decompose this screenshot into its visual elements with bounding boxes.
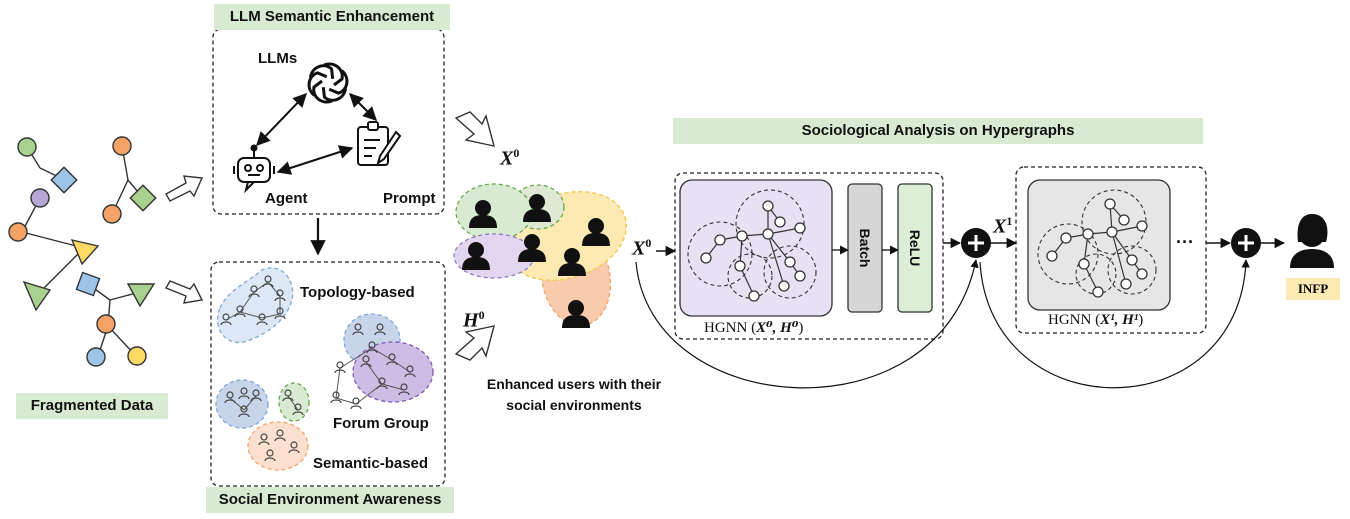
hgnn-block-2	[1015, 166, 1207, 334]
x0-mid-symbol: X0	[632, 236, 652, 260]
llm-arrows	[256, 92, 377, 175]
hgnn-label-1: HGNN (X⁰, H⁰)	[704, 320, 804, 336]
banner-sociological: Sociological Analysis on Hypergraphs	[673, 118, 1203, 144]
agent-label: Agent	[265, 190, 308, 207]
openai-logo-icon	[307, 62, 349, 104]
fragmented-data-graph	[8, 136, 157, 367]
output-infp-badge: INFP	[1286, 278, 1340, 300]
llms-label: LLMs	[258, 50, 298, 67]
banner-llm-enhancement: LLM Semantic Enhancement	[214, 4, 450, 30]
forum-group-label: Forum Group	[333, 415, 429, 432]
plus-icon	[1231, 228, 1261, 258]
hollow-arrow-icon	[164, 175, 204, 304]
ellipsis: ···	[1176, 232, 1194, 252]
prompt-clipboard-icon	[357, 121, 402, 166]
x1-symbol: X1	[993, 214, 1013, 238]
hypergraph-2	[1037, 189, 1157, 298]
semantic-label: Semantic-based	[313, 455, 429, 472]
topology-cluster	[216, 267, 294, 344]
hypergraph-panel-2	[1027, 179, 1171, 311]
batch-label: Batch	[857, 228, 873, 268]
residual-arrow-1	[635, 259, 979, 389]
topology-label: Topology-based	[300, 284, 415, 301]
output-user-icon	[1290, 214, 1334, 268]
h0-symbol: H0	[463, 308, 485, 332]
hypergraph-panel-1	[679, 179, 833, 317]
social-box	[210, 261, 446, 487]
plus-icon	[961, 228, 991, 258]
banner-fragmented-data: Fragmented Data	[16, 393, 168, 419]
hgnn-label-2: HGNN (X¹, H¹)	[1048, 312, 1144, 328]
forum-group-cluster	[330, 313, 434, 410]
hypergraph-1	[687, 189, 817, 302]
x0-top-symbol: X0	[500, 146, 520, 170]
residual-arrow-2	[979, 259, 1250, 389]
agent-robot-icon	[233, 144, 275, 194]
relu-label: ReLU	[907, 229, 923, 267]
hollow-arrow-icon	[454, 111, 495, 361]
semantic-clusters	[215, 379, 310, 471]
enhanced-users-cluster	[453, 183, 628, 328]
banner-social-awareness: Social Environment Awareness	[206, 487, 454, 513]
hgnn-block-1	[674, 172, 944, 340]
prompt-label: Prompt	[383, 190, 436, 207]
relu-layer	[897, 183, 933, 313]
batch-layer	[847, 183, 883, 313]
